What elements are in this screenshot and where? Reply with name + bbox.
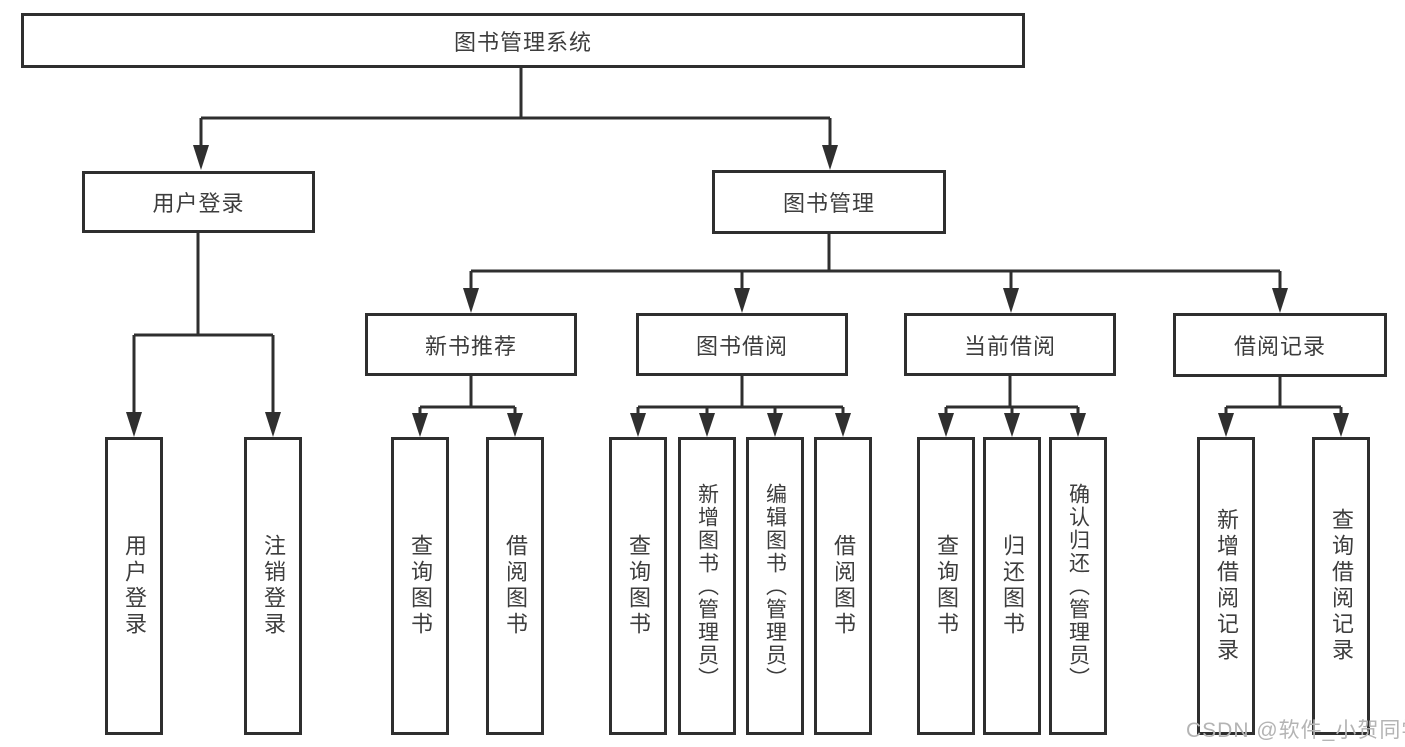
csdn-watermark: CSDN @软件_小贺同学 [1186,719,1405,742]
node-label: 用户登录 [152,191,245,216]
leaf-edit-book-admin: 编辑图书（管理员） [746,437,804,735]
connector-book-management-to-level3 [463,234,1288,313]
node-label: 新增借阅记录 [1214,508,1239,664]
leaf-query-books-2: 查询图书 [609,437,667,735]
leaf-query-books-3: 查询图书 [917,437,975,735]
connector-borrow-records-to-leaves [1218,377,1349,437]
connector-user-login-to-leaves [126,233,281,437]
node-label: 借阅图书 [503,534,528,638]
connector-book-borrow-to-leaves [630,376,851,437]
leaf-borrow-books-2: 借阅图书 [814,437,872,735]
leaf-borrow-books-1: 借阅图书 [486,437,544,735]
node-label: 用户登录 [122,534,147,638]
leaf-add-book-admin: 新增图书（管理员） [678,437,736,735]
node-borrowing-records: 借阅记录 [1173,313,1387,377]
node-current-borrowing: 当前借阅 [904,313,1116,376]
node-user-login: 用户登录 [82,171,315,233]
leaf-confirm-return-admin: 确认归还（管理员） [1049,437,1107,735]
node-label: 查询借阅记录 [1329,508,1354,664]
node-label: 借阅记录 [1233,334,1326,359]
node-label: 查询图书 [626,534,651,638]
node-label: 确认归还（管理员） [1066,482,1090,690]
node-label: 图书管理 [782,191,875,216]
node-label: 新增图书（管理员） [695,482,719,690]
node-label: 注销登录 [261,534,286,638]
node-label: 图书借阅 [695,333,788,359]
leaf-return-books: 归还图书 [983,437,1041,735]
node-label: 归还图书 [1000,534,1025,638]
connector-current-borrow-to-leaves [938,376,1086,437]
node-library-management-system: 图书管理系统 [21,13,1025,68]
leaf-add-borrow-record: 新增借阅记录 [1197,437,1255,735]
connector-root-to-level2 [193,68,838,170]
leaf-query-books-1: 查询图书 [391,437,449,735]
node-label: 图书管理系统 [453,29,592,55]
connector-new-book-rec-to-leaves [412,376,523,437]
node-label: 新书推荐 [424,333,517,359]
node-label: 查询图书 [408,534,433,638]
leaf-user-login: 用户登录 [105,437,163,735]
node-label: 查询图书 [934,534,959,638]
node-label: 编辑图书（管理员） [763,482,787,690]
node-label: 借阅图书 [831,534,856,638]
leaf-logout: 注销登录 [244,437,302,735]
node-book-management: 图书管理 [712,170,946,234]
node-label: 当前借阅 [963,333,1056,359]
leaf-query-borrow-record: 查询借阅记录 [1312,437,1370,735]
node-book-borrowing: 图书借阅 [636,313,848,376]
node-new-book-recommendation: 新书推荐 [365,313,577,376]
